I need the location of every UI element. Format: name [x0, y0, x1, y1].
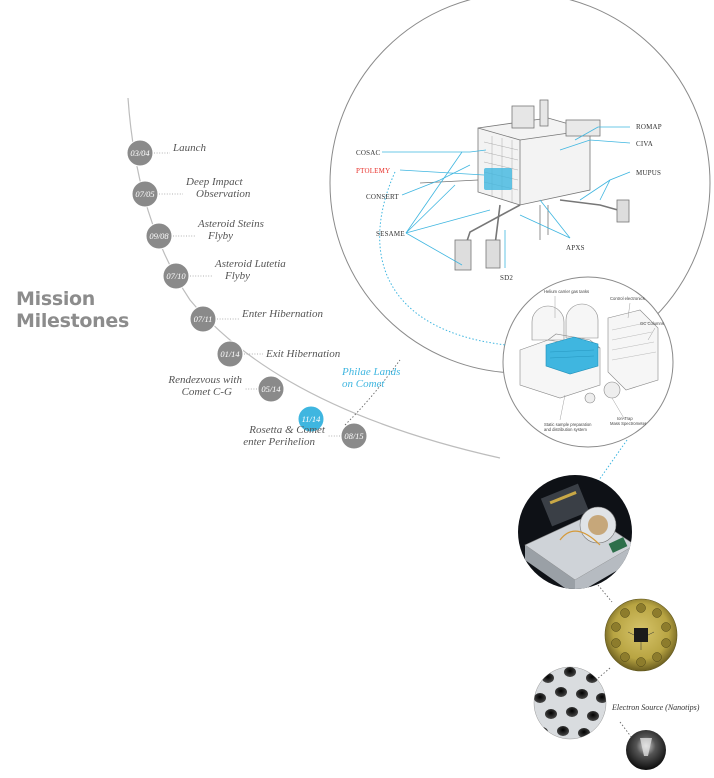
label-mupus: MUPUS: [636, 169, 661, 177]
label-ion-trap-1: Ion-Trap: [617, 416, 633, 421]
milestone-label: Comet C-G: [182, 386, 232, 398]
milestone-label: Asteroid Lutetia: [214, 258, 286, 270]
milestone-label: Enter Hibernation: [241, 308, 323, 320]
milestone-date: 01/14: [220, 349, 240, 359]
milestone-marker: [189, 305, 217, 333]
ptolemy-hardware-photo: [518, 475, 632, 589]
milestone-marker: [145, 222, 173, 250]
label-ptolemy: PTOLEMY: [356, 167, 390, 175]
label-apxs: APXS: [566, 244, 585, 252]
instrument-leader-lines: [382, 126, 631, 268]
ptolemy-leader-lines: [554, 296, 656, 421]
milestone-date: 09/08: [149, 231, 169, 241]
connector-hardware-to-chip: [597, 584, 613, 603]
philae-lander-drawing: [419, 99, 630, 271]
electron-source-caption: Electron Source (Nanotips): [611, 703, 700, 712]
milestone-label: enter Perihelion: [243, 436, 315, 448]
label-ion-trap-2: Mass Spectrometer: [610, 421, 647, 426]
nanotip-closeup-photo: [626, 730, 666, 770]
milestone-5: 07/11 Enter Hibernation: [189, 305, 323, 333]
milestone-label: Deep Impact: [185, 176, 243, 188]
label-sd2: SD2: [500, 274, 513, 282]
milestone-marker: [257, 375, 285, 403]
milestone-6: 01/14 Exit Hibernation: [216, 340, 341, 368]
milestone-marker: [131, 180, 159, 208]
milestone-label: Asteroid Steins: [197, 218, 264, 230]
ptolemy-drawing: [519, 303, 659, 404]
title-line-1: Mission: [16, 288, 96, 310]
label-romap: ROMAP: [636, 123, 662, 131]
milestone-date: 08/15: [344, 431, 363, 441]
label-helium-tanks: Helium carrier gas tanks: [544, 289, 589, 294]
title-line-2: Milestones: [16, 310, 129, 332]
milestone-1: 03/04 Launch: [126, 139, 207, 167]
connector-ptolemy-to-instrument: [379, 171, 507, 346]
milestone-label: Rendezvous with: [167, 374, 242, 386]
label-sample-prep-1: Static sample preparation: [544, 422, 592, 427]
milestone-label: Rosetta & Comet: [248, 424, 326, 436]
section-title: Mission Milestones: [16, 288, 129, 332]
electron-source-chip-photo: [604, 598, 678, 672]
milestone-label: Exit Hibernation: [265, 348, 341, 360]
label-sesame: SESAME: [376, 230, 405, 238]
milestone-date: 07/11: [194, 314, 213, 324]
milestone-marker: [126, 139, 154, 167]
label-consert: CONSERT: [366, 193, 399, 201]
milestone-marker: [340, 422, 368, 450]
milestone-label: Flyby: [224, 270, 250, 282]
connector-landing-to-lander: [344, 359, 401, 426]
milestone-label: Flyby: [207, 230, 233, 242]
milestone-label: Observation: [196, 188, 251, 200]
milestone-label: Philae Lands: [341, 366, 400, 378]
milestone-date: 07/10: [166, 271, 186, 281]
milestone-marker: [297, 405, 325, 433]
milestone-date: 05/14: [261, 384, 281, 394]
milestone-label: Launch: [172, 142, 207, 154]
label-cosac: COSAC: [356, 149, 380, 157]
milestone-date: 11/14: [302, 414, 321, 424]
label-gc-columns: GC Columns: [640, 321, 664, 326]
label-control-electronics: Control electronics: [610, 296, 645, 301]
connector-chip-to-nanotips: [595, 667, 611, 681]
milestone-marker: [216, 340, 244, 368]
milestone-date: 03/04: [130, 148, 150, 158]
connector-nanotips-to-tip: [619, 721, 633, 739]
milestone-label: on Comet: [342, 378, 385, 390]
label-civa: CIVA: [636, 140, 653, 148]
milestone-date: 07/05: [135, 189, 154, 199]
label-sample-prep-2: and distribution system: [544, 427, 587, 432]
milestone-marker: [162, 262, 190, 290]
